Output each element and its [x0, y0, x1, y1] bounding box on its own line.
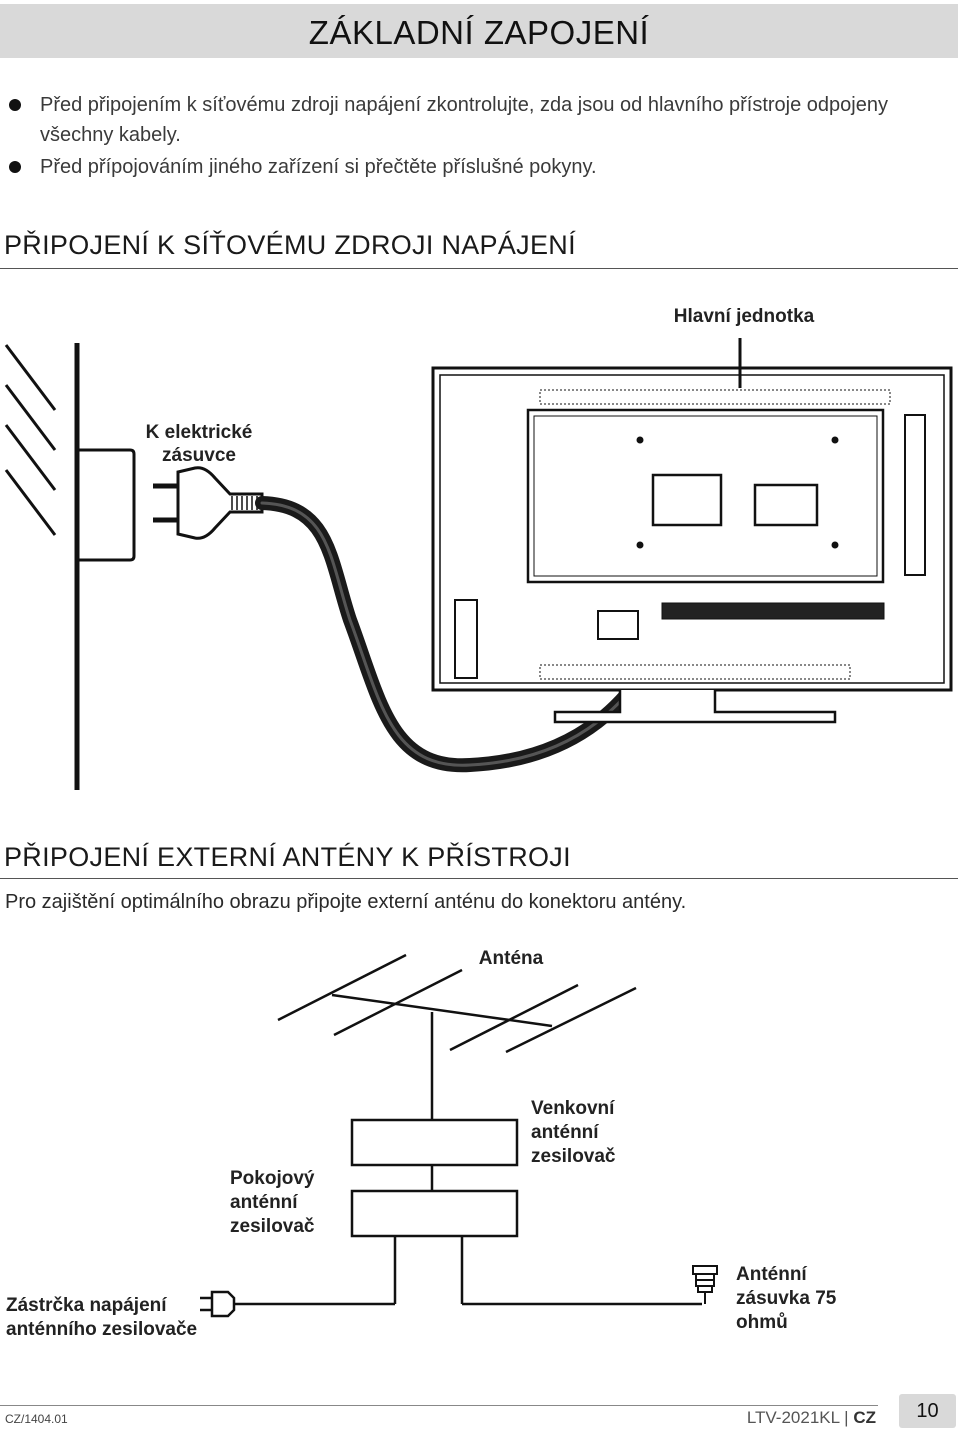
- section-rule: [0, 268, 958, 269]
- footer-rule: [0, 1405, 878, 1406]
- label-socket-line2: zásuvce: [162, 445, 236, 466]
- section-heading-power: PŘIPOJENÍ K SÍŤOVÉMU ZDROJI NAPÁJENÍ: [4, 230, 576, 260]
- page-number: 10: [899, 1394, 956, 1428]
- label-indoor-amp-1: Pokojový: [230, 1168, 315, 1189]
- footer-lang: CZ: [853, 1408, 876, 1427]
- title-bar: ZÁKLADNÍ ZAPOJENÍ: [0, 4, 958, 58]
- antenna-element: [449, 983, 579, 1052]
- label-outdoor-amp-2: anténní: [531, 1122, 599, 1143]
- antenna-boom: [331, 993, 553, 1028]
- bullet-list: Před připojením k síťovému zdroji napáje…: [0, 90, 950, 184]
- label-antenna: Anténa: [479, 948, 544, 969]
- label-antenna-socket-3: ohmů: [736, 1312, 788, 1333]
- indoor-amplifier-box: [350, 1189, 519, 1238]
- bullet-dot-icon: [9, 161, 21, 173]
- wall-hatching: [4, 344, 57, 536]
- label-outdoor-amp-3: zesilovač: [531, 1146, 616, 1167]
- label-indoor-amp-3: zesilovač: [230, 1216, 315, 1237]
- label-outdoor-amp-1: Venkovní: [531, 1098, 615, 1119]
- label-antenna-socket-1: Anténní: [736, 1264, 807, 1285]
- antenna-socket-icon: [692, 1265, 718, 1304]
- tv-back-panel: [431, 366, 953, 724]
- bullet-text: Před přípojováním jiného zařízení si pře…: [40, 156, 597, 178]
- section-rule: [0, 878, 958, 879]
- bullet-dot-icon: [9, 99, 21, 111]
- power-plug-icon: [153, 466, 264, 540]
- label-antenna-socket-2: zásuvka 75: [736, 1288, 837, 1309]
- antenna-element: [277, 953, 407, 1022]
- footer-model: LTV-2021KL | CZ: [747, 1408, 876, 1428]
- footer-model-name: LTV-2021KL: [746, 1408, 840, 1427]
- page-title: ZÁKLADNÍ ZAPOJENÍ: [308, 14, 650, 51]
- footer-separator: |: [844, 1408, 849, 1427]
- bullet-text: Před připojením k síťovému zdroji napáje…: [40, 94, 888, 146]
- antenna-element: [505, 986, 637, 1054]
- bullet-item: Před připojením k síťovému zdroji napáje…: [0, 90, 950, 150]
- bullet-item: Před přípojováním jiného zařízení si pře…: [0, 152, 950, 182]
- label-socket-line1: K elektrické: [146, 422, 253, 443]
- section-heading-antenna: PŘIPOJENÍ EXTERNÍ ANTÉNY K PŘÍSTROJI: [4, 842, 571, 872]
- antenna-diagram: [232, 953, 702, 1306]
- label-plug-2: anténního zesilovače: [6, 1319, 197, 1340]
- label-plug-1: Zástrčka napájení: [6, 1295, 167, 1316]
- wall-socket: [77, 448, 136, 562]
- outdoor-amplifier-box: [350, 1118, 519, 1167]
- label-indoor-amp-2: anténní: [230, 1192, 298, 1213]
- antenna-paragraph: Pro zajištění optimálního obrazu připojt…: [5, 891, 687, 913]
- antenna-element: [333, 968, 463, 1037]
- amplifier-plug-icon: [200, 1290, 236, 1318]
- footer-doc-code: CZ/1404.01: [5, 1412, 68, 1426]
- label-main-unit: Hlavní jednotka: [674, 306, 815, 327]
